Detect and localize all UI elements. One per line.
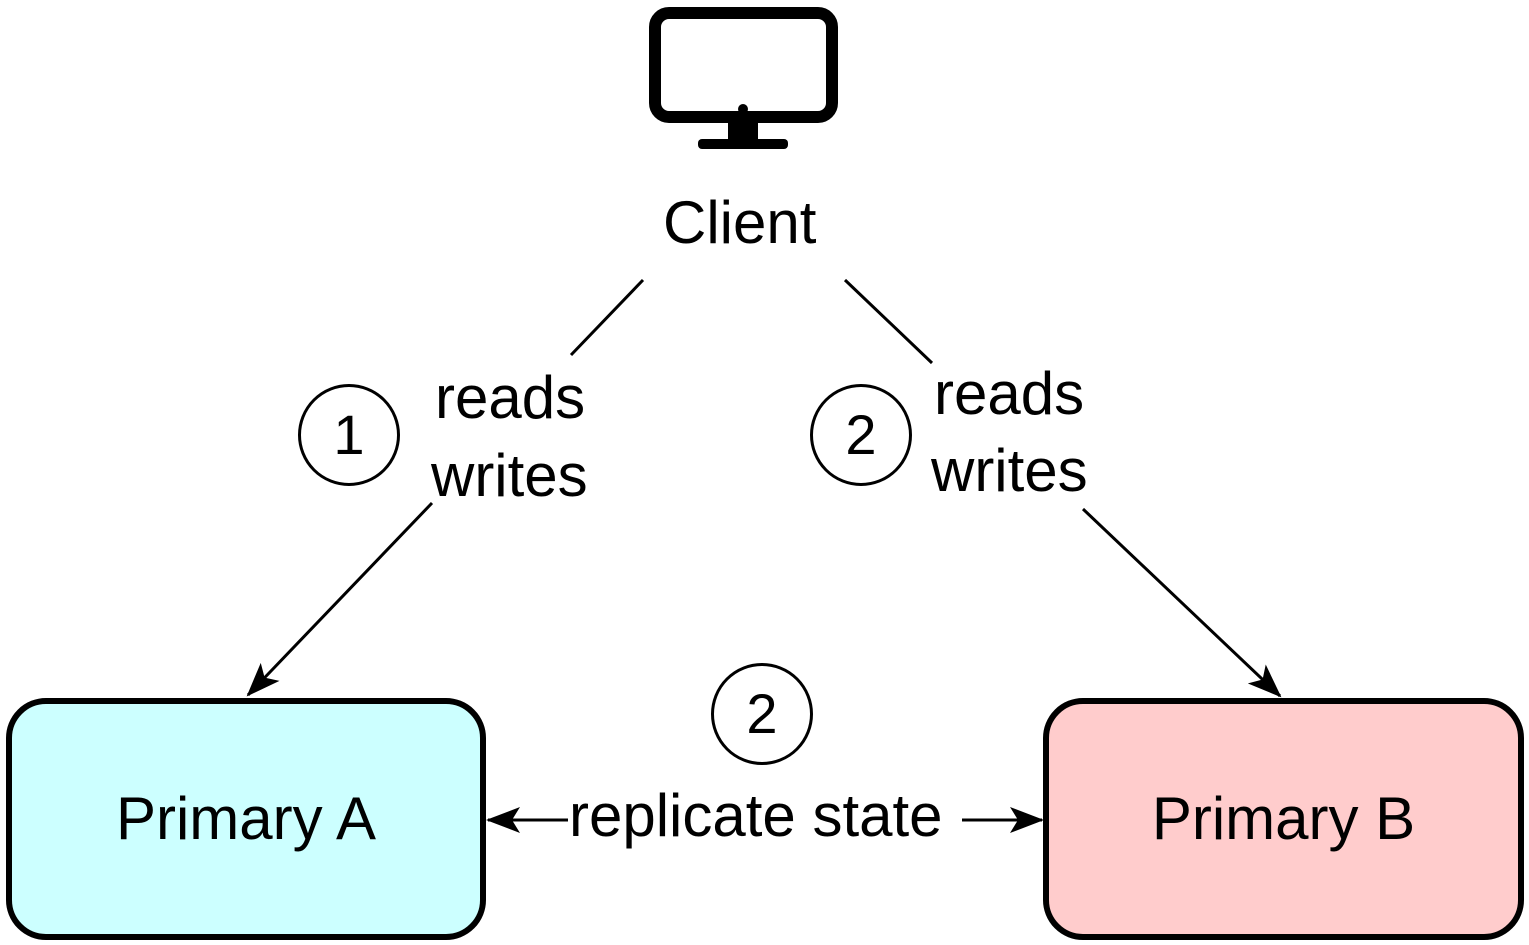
step-badge-left: 1 bbox=[298, 384, 400, 486]
primary-a-node: Primary A bbox=[6, 698, 486, 940]
edge-client-to-primary-b bbox=[843, 278, 1282, 698]
edge-client-to-primary-a bbox=[246, 278, 645, 697]
primary-b-node: Primary B bbox=[1043, 698, 1524, 940]
primary-a-label: Primary A bbox=[115, 785, 377, 852]
primary-b-label: Primary B bbox=[1151, 785, 1416, 852]
step-badge-bottom: 2 bbox=[711, 663, 813, 765]
left-edge-label-reads: reads bbox=[435, 364, 586, 431]
right-edge-label-writes: writes bbox=[931, 437, 1088, 504]
client-label: Client bbox=[663, 189, 817, 256]
left-edge-label-writes: writes bbox=[431, 442, 588, 509]
monitor-icon bbox=[649, 7, 838, 149]
right-edge-label-reads: reads bbox=[934, 360, 1085, 427]
bottom-edge-label: replicate state bbox=[569, 782, 943, 849]
step-badge-right: 2 bbox=[810, 384, 912, 486]
